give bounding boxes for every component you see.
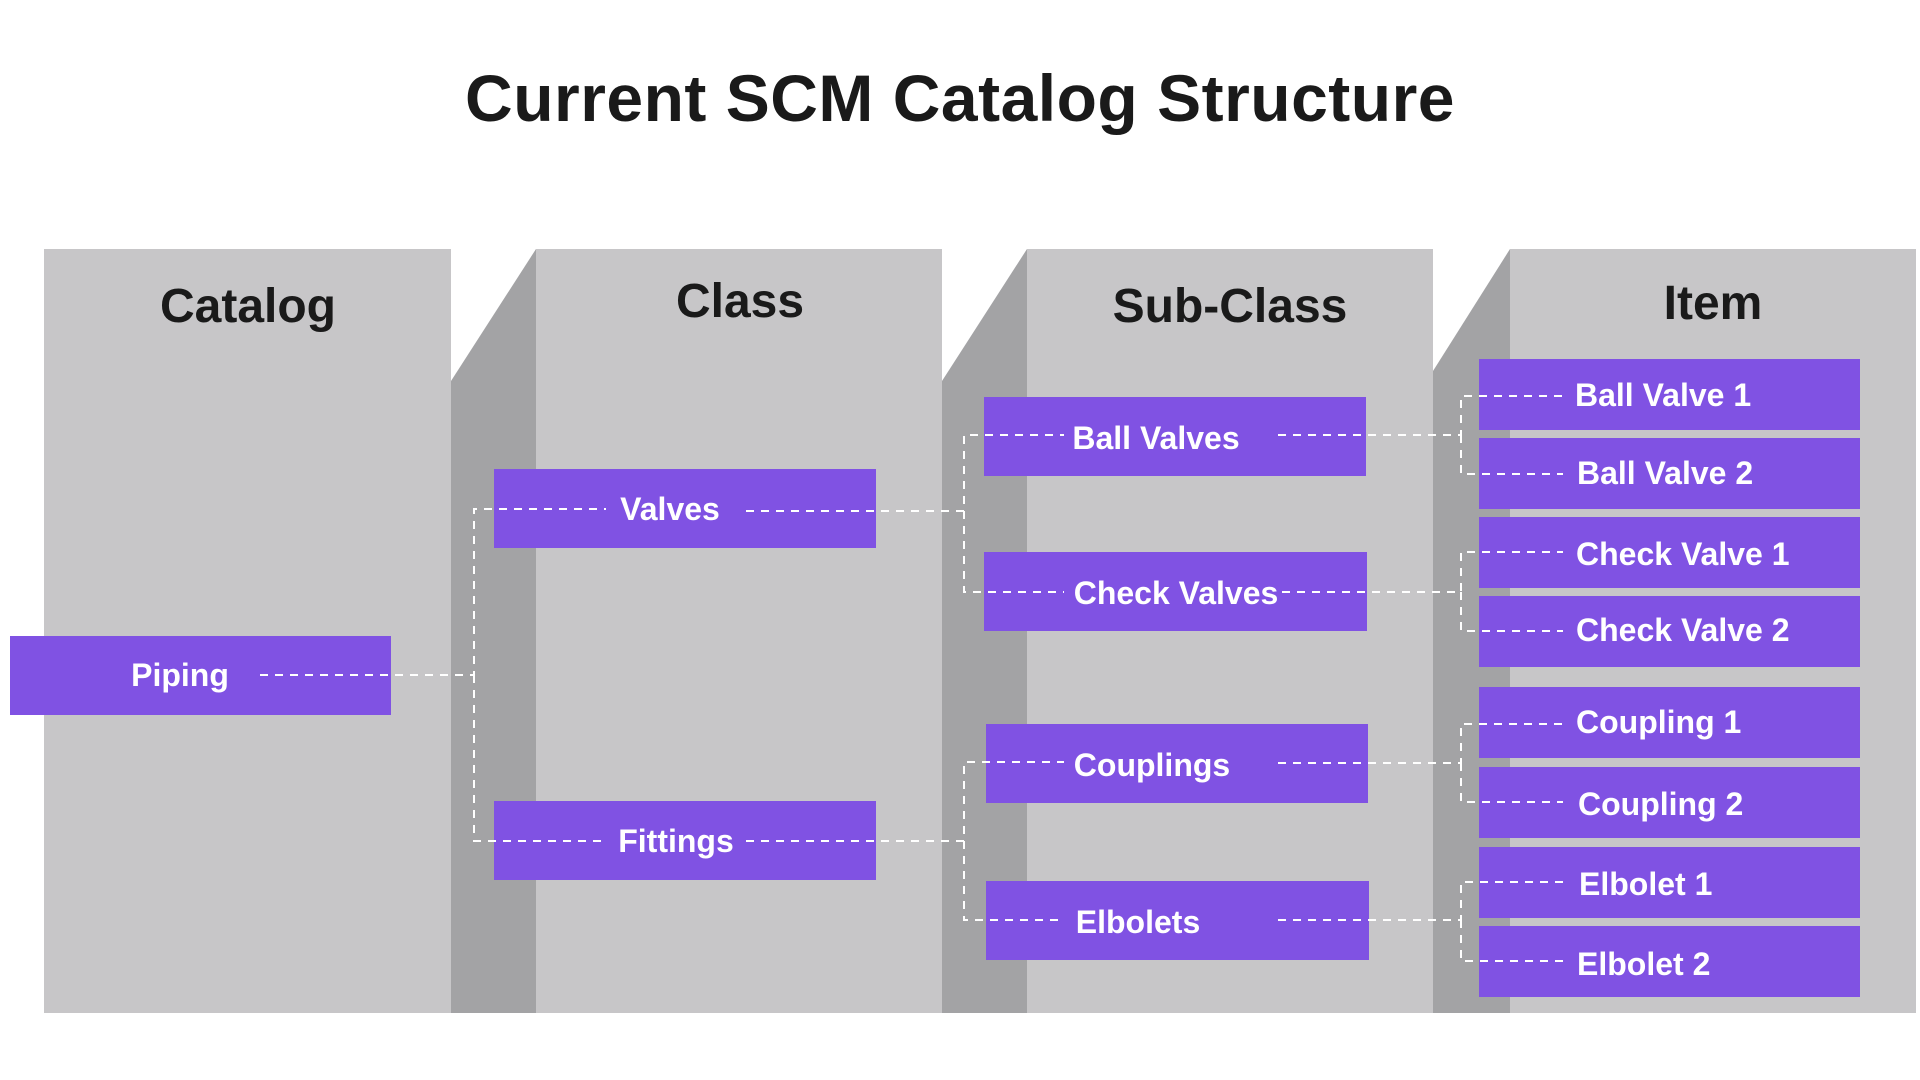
connector-elbolets [1278, 881, 1563, 921]
label-bg-check-valve-2 [1563, 607, 1819, 655]
node-label-elbolets: Elbolets [1076, 904, 1200, 940]
label-bg-fittings [606, 816, 746, 866]
connector-fittings-elbolets [963, 841, 1064, 921]
label-bg-valves [606, 484, 746, 534]
label-bg-coupling-1 [1563, 698, 1819, 746]
label-bg-ball-valve-1 [1563, 370, 1819, 418]
column-header-subclass: Sub-Class [1113, 280, 1348, 333]
connector-check-valves-2 [1460, 592, 1563, 632]
connector-elbolets-2 [1460, 920, 1563, 962]
node-label-elbolet-1: Elbolet 1 [1579, 866, 1712, 902]
label-bg-piping [126, 650, 260, 700]
connector-piping-fittings [473, 675, 606, 842]
connector-couplings [1278, 723, 1563, 764]
node-label-ball-valve-2: Ball Valve 2 [1577, 455, 1753, 491]
diagram-title: Current SCM Catalog Structure [465, 61, 1455, 135]
connector-piping [260, 508, 606, 676]
column-header-class: Class [676, 275, 804, 328]
label-bg-check-valves [1064, 567, 1282, 617]
label-bg-elbolet-1 [1563, 858, 1819, 906]
label-bg-ball-valve-2 [1563, 449, 1819, 497]
node-label-check-valve-1: Check Valve 1 [1576, 536, 1789, 572]
connector-ball-valves [1278, 395, 1563, 436]
catalog-panel [44, 249, 451, 1013]
connector-valves [746, 434, 1064, 512]
connector-ball-valves-2 [1460, 435, 1563, 475]
label-bg-check-valve-1 [1563, 528, 1819, 576]
label-bg-elbolet-2 [1563, 937, 1819, 985]
node-label-elbolet-2: Elbolet 2 [1577, 946, 1710, 982]
class-panel-side [451, 249, 536, 1013]
node-label-check-valves: Check Valves [1074, 575, 1279, 611]
connector-lines [260, 395, 1563, 962]
connector-couplings-2 [1460, 763, 1563, 803]
node-label-coupling-1: Coupling 1 [1576, 704, 1741, 740]
label-bg-elbolets [1064, 895, 1278, 945]
node-label-ball-valve-1: Ball Valve 1 [1575, 377, 1751, 413]
node-label-coupling-2: Coupling 2 [1578, 786, 1743, 822]
node-label-piping: Piping [131, 657, 229, 693]
column-header-item: Item [1664, 277, 1763, 330]
node-label-valves: Valves [620, 491, 720, 527]
label-bg-coupling-2 [1563, 778, 1819, 826]
node-label-fittings: Fittings [618, 823, 734, 859]
node-label-couplings: Couplings [1074, 747, 1230, 783]
class-panel [536, 249, 942, 1013]
connector-valves-check [963, 511, 1064, 593]
column-header-catalog: Catalog [160, 280, 336, 333]
connector-fittings [746, 761, 1064, 842]
label-bg-couplings [1064, 738, 1278, 788]
node-label-check-valve-2: Check Valve 2 [1576, 612, 1789, 648]
node-label-ball-valves: Ball Valves [1072, 420, 1239, 456]
label-bg-ball-valves [1064, 412, 1278, 462]
connector-check-valves [1282, 551, 1563, 593]
